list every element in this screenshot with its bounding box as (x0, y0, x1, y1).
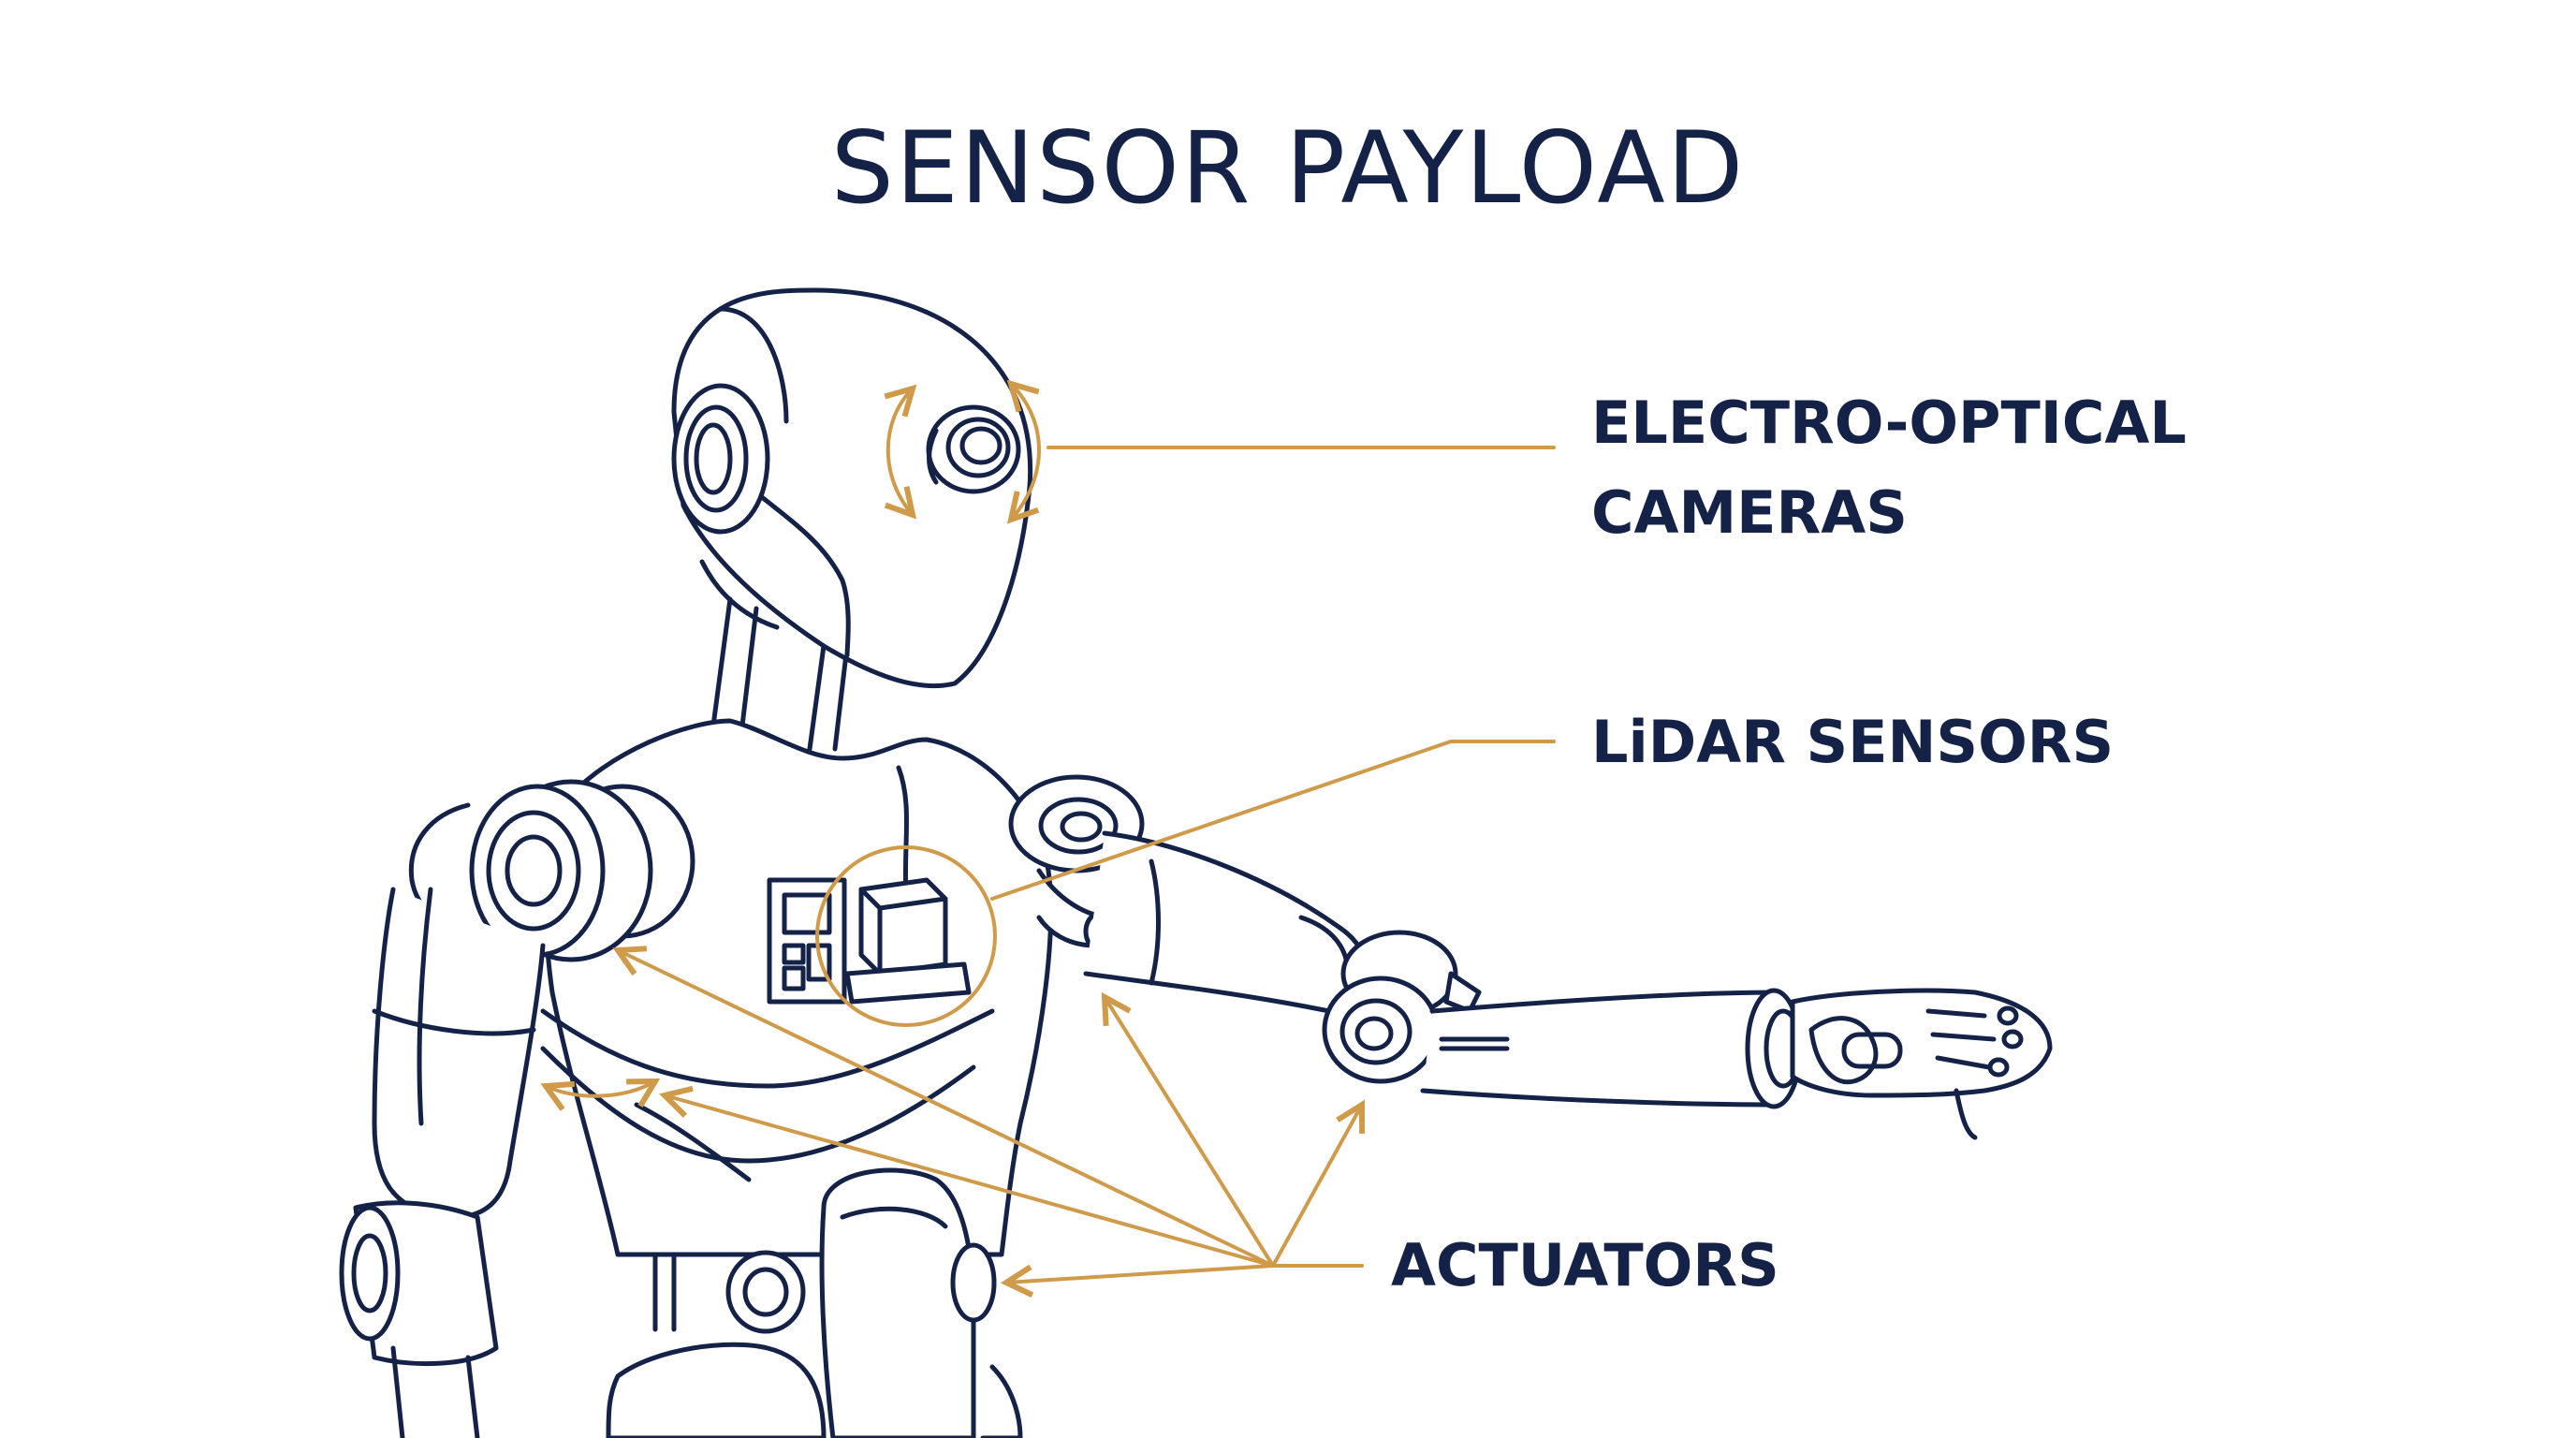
callout-actuators-line-1: ACTUATORS (1391, 1231, 1779, 1299)
robot-right-arm (1008, 774, 2053, 1140)
robot-outline (339, 287, 2053, 1438)
lidar-leader-line (990, 740, 1556, 901)
diagram-title: SENSOR PAYLOAD (830, 110, 1746, 226)
callout-cameras-line-1: ELECTRO-OPTICAL (1591, 389, 2187, 457)
camera-rotate-arrow-left (888, 389, 913, 515)
lidar-sensor-icon (858, 877, 948, 976)
callout-label-cameras: ELECTRO-OPTICAL CAMERAS (1591, 378, 2187, 558)
actuator-leaders (546, 950, 1362, 1283)
camera-rotate-arrow-right (1011, 384, 1041, 520)
neck (709, 596, 850, 752)
robot-head (671, 287, 1033, 689)
callout-cameras-line-2: CAMERAS (1591, 478, 1908, 547)
callout-lidar-line-1: LiDAR SENSORS (1591, 708, 2115, 776)
robot-left-arm (339, 779, 695, 1438)
callout-lines (546, 384, 1556, 1283)
callout-label-lidar: LiDAR SENSORS (1591, 697, 2114, 787)
lidar-highlight-ring (815, 845, 997, 1027)
callout-label-actuators: ACTUATORS (1391, 1221, 1779, 1311)
